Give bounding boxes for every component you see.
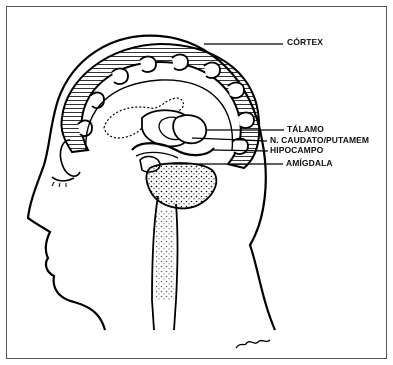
hippocampus-inner-shape [136,152,178,158]
signature-mark [236,340,270,348]
eye-outline [52,177,74,181]
label-caudato-putamem: N. CAUDATO/PUTAMEM [270,135,369,145]
thalamus-shape [173,115,206,143]
spinal-cord-stipple [156,210,174,300]
label-cortex: CÓRTEX [287,37,323,47]
label-hipocampo: HIPOCAMPO [270,145,323,155]
label-amigdala: AMÍGDALA [286,158,333,168]
label-talamo: TÁLAMO [287,124,324,134]
eyelash-outline [52,182,66,187]
